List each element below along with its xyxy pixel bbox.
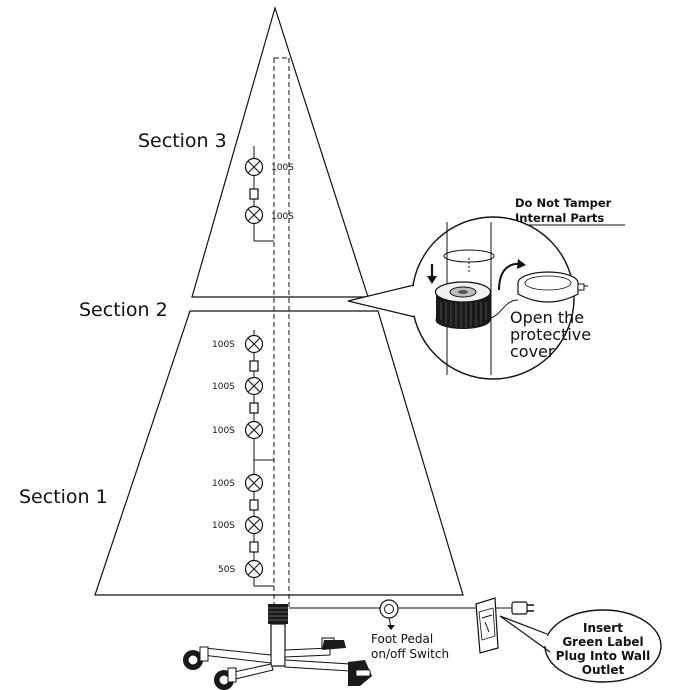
lamp-label-s1-a: 100S xyxy=(212,340,235,350)
section-2-label: Section 2 xyxy=(79,299,168,321)
lamp-label-s1-f: 50S xyxy=(218,565,235,575)
callout-line-1: Insert xyxy=(583,621,623,635)
fuse-icon xyxy=(249,499,259,511)
section-3-shape xyxy=(191,5,369,298)
lamp-label-s3-top: 100S xyxy=(271,163,294,173)
pedal-line-2: on/off Switch xyxy=(371,647,449,661)
trunk-pole xyxy=(273,57,290,610)
open-cover-icon xyxy=(517,271,588,303)
down-arrow-icon xyxy=(427,264,437,284)
lamp-icon xyxy=(244,559,264,579)
lamp-icon xyxy=(244,205,264,225)
section-3-label: Section 3 xyxy=(138,130,227,152)
foot-pedal-icon xyxy=(379,599,399,630)
lamp-label-s3-bottom: 100S xyxy=(271,212,294,222)
tree-stand-icon xyxy=(183,604,372,690)
section-1-wiring xyxy=(244,330,274,587)
inset-line-3: cover xyxy=(510,342,555,361)
inset-line-1: Open the xyxy=(510,308,584,327)
fuse-icon xyxy=(249,402,259,414)
section-1-shape xyxy=(94,310,464,596)
section-1-label: Section 1 xyxy=(19,486,108,508)
callout-line-4: Outlet xyxy=(582,663,625,677)
lamp-label-s1-e: 100S xyxy=(212,521,235,531)
lamp-label-s1-c: 100S xyxy=(212,426,235,436)
lamp-icon xyxy=(244,334,264,354)
inset-line-2: protective xyxy=(510,325,591,344)
lamp-label-s1-b: 100S xyxy=(212,382,235,392)
fuse-icon xyxy=(249,360,259,372)
warning-line-1: Do Not Tamper xyxy=(515,196,612,210)
warning-line-2: Internal Parts xyxy=(515,211,604,225)
protective-cover-icon xyxy=(434,281,492,329)
lamp-icon xyxy=(244,420,264,440)
section-3-wiring xyxy=(244,146,274,242)
plug-callout: Insert Green Label Plug Into Wall Outlet xyxy=(499,609,662,683)
lamp-icon xyxy=(244,376,264,396)
fuse-icon xyxy=(249,541,259,553)
inset-callout: Open the protective cover xyxy=(347,216,591,380)
callout-line-2: Green Label xyxy=(562,635,643,649)
lamp-icon xyxy=(244,515,264,535)
curved-arrow-icon xyxy=(498,259,526,291)
lamp-icon xyxy=(244,473,264,493)
lamp-icon xyxy=(244,157,264,177)
callout-line-3: Plug Into Wall xyxy=(556,649,651,663)
fuse-icon xyxy=(249,188,259,200)
lamp-label-s1-d: 100S xyxy=(212,479,235,489)
pedal-line-1: Foot Pedal xyxy=(371,632,433,646)
green-label-tag xyxy=(475,597,499,654)
plug-icon xyxy=(511,601,534,615)
